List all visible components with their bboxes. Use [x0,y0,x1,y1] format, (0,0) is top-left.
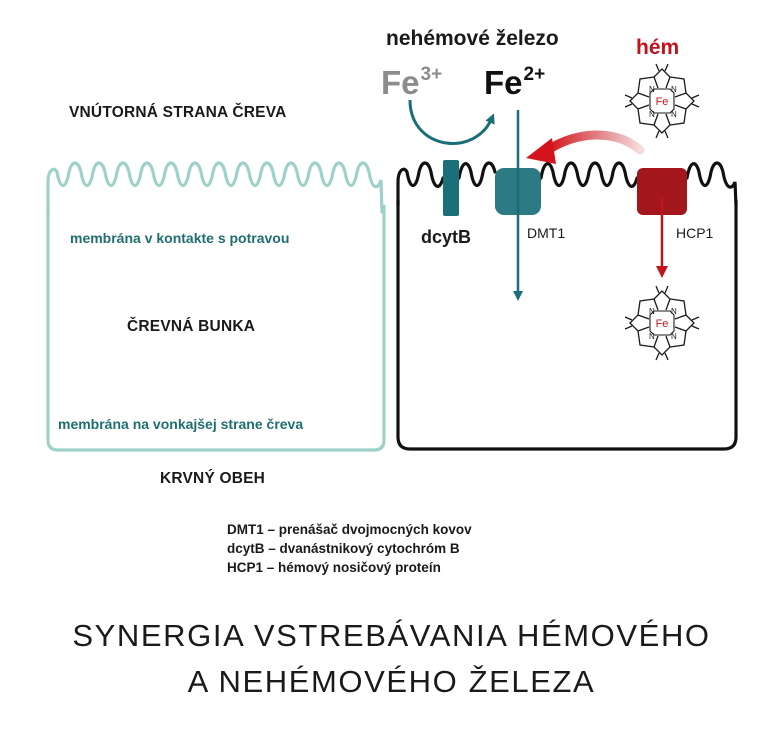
svg-text:N: N [649,307,655,316]
dcytb-label: dcytB [421,227,472,247]
right-cell [396,161,738,451]
legend-item-dcytb: dcytB – dvanástnikový cytochróm B [227,541,460,556]
fe3-charge: 3+ [420,64,443,85]
nonheme-iron-label: nehémové železo [386,27,559,50]
svg-text:N: N [671,332,677,341]
dmt1-label: DMT1 [527,225,566,241]
hcp1-transporter [637,168,687,215]
legend-item-hcp1: HCP1 – hémový nosičový proteín [227,560,441,575]
svg-text:N: N [649,110,655,119]
legend-item-dmt1: DMT1 – prenášač dvojmocných kovov [227,522,472,537]
heme-molecule-bottom [624,285,700,361]
fe3-symbol: Fe [381,64,420,101]
basal-membrane-label: membrána na vonkajšej strane čreva [58,416,304,432]
dcytb-transporter [443,160,459,216]
heme-molecule-top [624,63,700,139]
legend: DMT1 – prenášač dvojmocných kovov dcytB … [227,520,472,577]
heme-arrowhead [526,138,556,164]
left-cell [46,161,386,452]
title-line-1: SYNERGIA VSTREBÁVANIA HÉMOVÉHO [72,618,711,653]
left-cell-body [46,205,386,452]
heme-fe-label-top: Fe [656,96,669,108]
reduction-arrow [408,99,495,145]
fe2-charge: 2+ [523,64,546,85]
right-cell-body [396,200,738,451]
blood-label: KRVNÝ OBEH [160,470,266,487]
inner-side-label: VNÚTORNÁ STRANA ČREVA [69,104,287,121]
svg-text:N: N [671,307,677,316]
fe3-label: Fe3+ [381,64,442,102]
fe2-label: Fe2+ [484,64,545,102]
left-cell-microvilli [46,161,384,214]
hcp1-label: HCP1 [676,225,714,241]
fe2-symbol: Fe [484,64,523,101]
heme-to-dmt1-arrow [543,130,645,155]
svg-text:N: N [671,110,677,119]
cell-label: ČREVNÁ BUNKA [127,318,256,335]
heme-label: hém [636,36,680,59]
svg-text:N: N [649,85,655,94]
title-line-2: A NEHÉMOVÉHO ŽELEZA [187,664,596,699]
svg-text:N: N [649,332,655,341]
nitrogen-atoms: N N N N N N N N [649,85,677,341]
right-cell-microvilli [396,161,738,207]
apical-membrane-label: membrána v kontakte s potravou [70,230,290,246]
svg-text:N: N [671,85,677,94]
heme-fe-label-bottom: Fe [656,318,669,330]
